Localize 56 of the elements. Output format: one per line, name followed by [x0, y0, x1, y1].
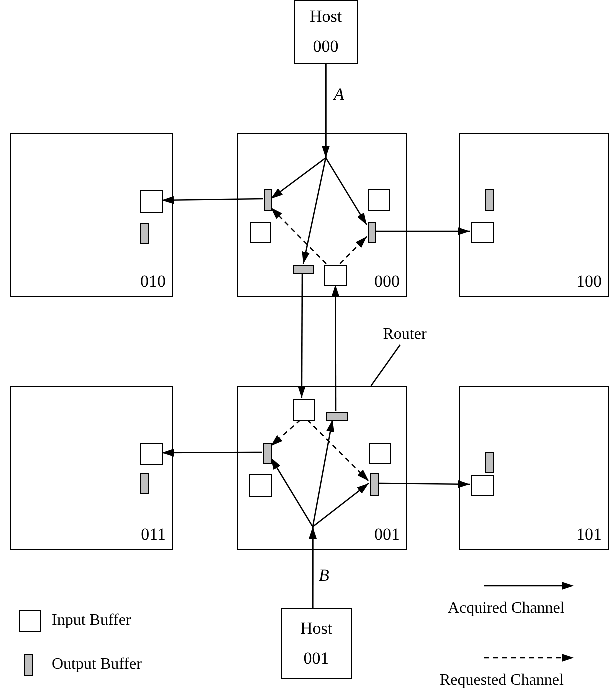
node-id: 001 — [374, 526, 400, 543]
host-box — [294, 0, 358, 64]
callout-label: Router — [376, 325, 434, 345]
host-label: Host 001 — [299, 618, 334, 670]
router-box — [237, 133, 407, 297]
router-box — [10, 133, 173, 297]
node-id: 010 — [140, 273, 166, 290]
channel-label: A — [334, 86, 344, 103]
buffer-bar — [293, 265, 314, 274]
router-box — [237, 386, 407, 550]
node-id: 101 — [576, 526, 602, 543]
legend-label: Output Buffer — [52, 655, 142, 675]
buffer-bar — [263, 443, 272, 464]
arrow — [162, 196, 263, 204]
buffer-bar — [140, 223, 149, 244]
arrow — [312, 482, 370, 608]
buffer-bar — [264, 189, 272, 211]
buffer-bar — [485, 189, 494, 211]
legend-label: Acquired Channel — [448, 599, 565, 619]
arrow — [162, 448, 262, 457]
buffer-square — [368, 189, 390, 211]
arrow — [332, 285, 340, 411]
host-box — [281, 608, 352, 679]
buffer-square — [471, 222, 494, 243]
buffer-square — [140, 443, 163, 465]
buffer-square — [250, 222, 271, 243]
legend-label: Requested Channel — [440, 671, 564, 691]
router-box — [459, 133, 609, 297]
buffer-square — [369, 443, 391, 464]
buffer-square — [471, 475, 494, 496]
arrow — [375, 228, 470, 236]
arrow — [306, 420, 370, 482]
arrow — [270, 207, 327, 264]
node-id: 100 — [576, 273, 602, 290]
node-id: 011 — [141, 526, 166, 543]
legend-label: Input Buffer — [52, 611, 132, 631]
arrow — [340, 236, 368, 264]
buffer-bar — [140, 473, 149, 494]
arrow — [298, 273, 306, 398]
buffer-bar — [485, 452, 494, 473]
buffer-bar — [368, 222, 376, 243]
leader-line — [370, 344, 401, 386]
buffer-square — [140, 190, 163, 213]
node-id: 000 — [374, 273, 400, 290]
router-box — [459, 386, 609, 550]
host-label: Host 000 — [308, 6, 344, 58]
buffer-square — [293, 399, 315, 421]
arrow — [270, 420, 302, 447]
router-box — [10, 386, 173, 550]
arrow — [378, 480, 470, 488]
arrow — [325, 64, 368, 226]
channel-label: B — [319, 567, 330, 584]
buffer-square — [249, 474, 272, 497]
buffer-bar — [370, 473, 379, 496]
buffer-bar — [326, 412, 348, 421]
buffer-square — [324, 265, 347, 286]
